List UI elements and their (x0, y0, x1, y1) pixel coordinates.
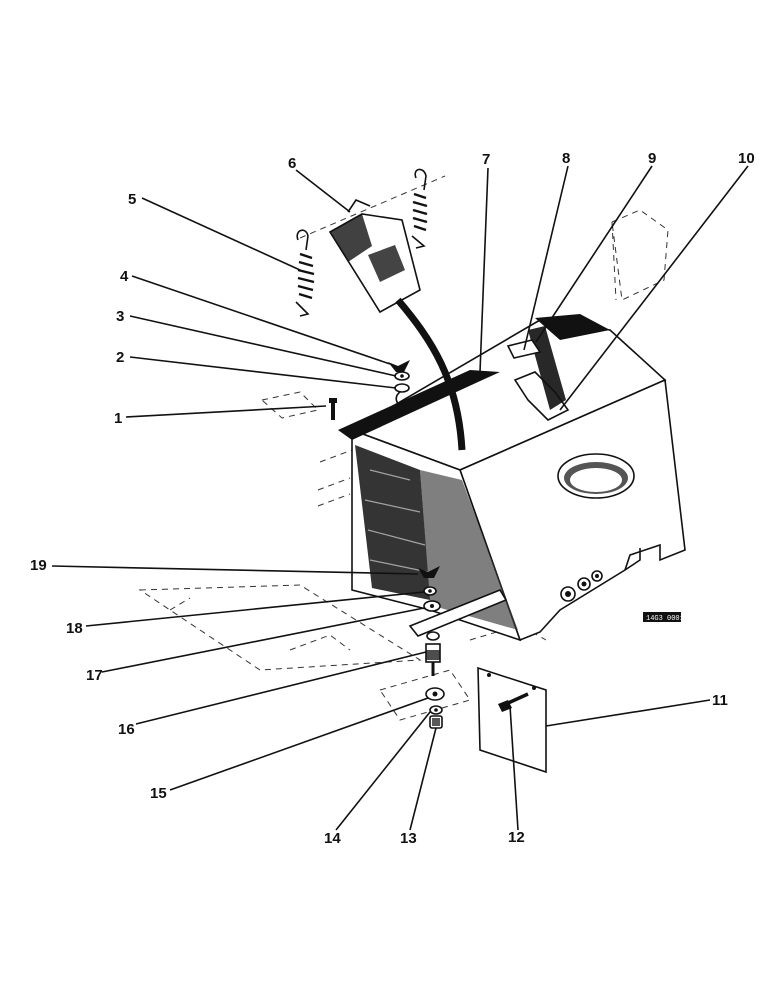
callout-labels: 1 2 3 4 5 6 7 8 9 10 11 12 13 14 15 16 1… (30, 150, 755, 847)
callout-4: 4 (120, 268, 129, 285)
callout-11: 11 (712, 692, 728, 709)
callout-6: 6 (288, 155, 296, 172)
callout-7: 7 (482, 151, 490, 168)
leader-10 (559, 165, 749, 411)
part-5-spring-clips (295, 168, 428, 317)
callout-12: 12 (508, 829, 525, 846)
leader-13 (409, 727, 437, 831)
leader-2 (129, 356, 397, 389)
callout-13: 13 (400, 830, 417, 847)
leader-18 (85, 591, 425, 627)
leader-9 (535, 165, 653, 343)
leader-3 (129, 315, 397, 377)
callout-2: 2 (116, 349, 124, 366)
drawing-code: 14G3 0001 (646, 615, 684, 623)
leader-5 (141, 197, 301, 271)
parts-11-12-plate (477, 666, 547, 774)
parts-1-4-fasteners (329, 360, 410, 420)
callout-9: 9 (648, 150, 656, 167)
callout-18: 18 (66, 620, 83, 637)
leader-12 (509, 705, 519, 831)
leader-16 (135, 651, 427, 725)
leader-4 (131, 275, 391, 365)
leader-17 (101, 607, 425, 673)
tank-housing (338, 314, 686, 642)
callout-17: 17 (86, 667, 103, 684)
callout-16: 16 (118, 721, 135, 738)
leader-19 (51, 565, 419, 575)
callout-8: 8 (562, 150, 570, 167)
callout-1: 1 (114, 410, 122, 427)
leader-14 (335, 711, 431, 831)
leader-7 (479, 167, 489, 373)
leader-1 (125, 405, 327, 418)
callout-15: 15 (150, 785, 167, 802)
leader-8 (523, 165, 569, 351)
leader-6 (295, 169, 351, 213)
callout-14: 14 (324, 830, 341, 847)
part-6-cover (328, 199, 466, 451)
background-guides (138, 175, 669, 721)
callout-5: 5 (128, 191, 136, 208)
callout-3: 3 (116, 308, 124, 325)
drawing-code-tag: 14G3 0001 (643, 612, 684, 623)
leader-15 (169, 697, 429, 791)
leader-11 (545, 699, 711, 727)
parts-13-19-mounting-stack (408, 566, 508, 729)
callout-10: 10 (738, 150, 755, 167)
leader-lines (51, 165, 749, 831)
callout-19: 19 (30, 557, 47, 574)
